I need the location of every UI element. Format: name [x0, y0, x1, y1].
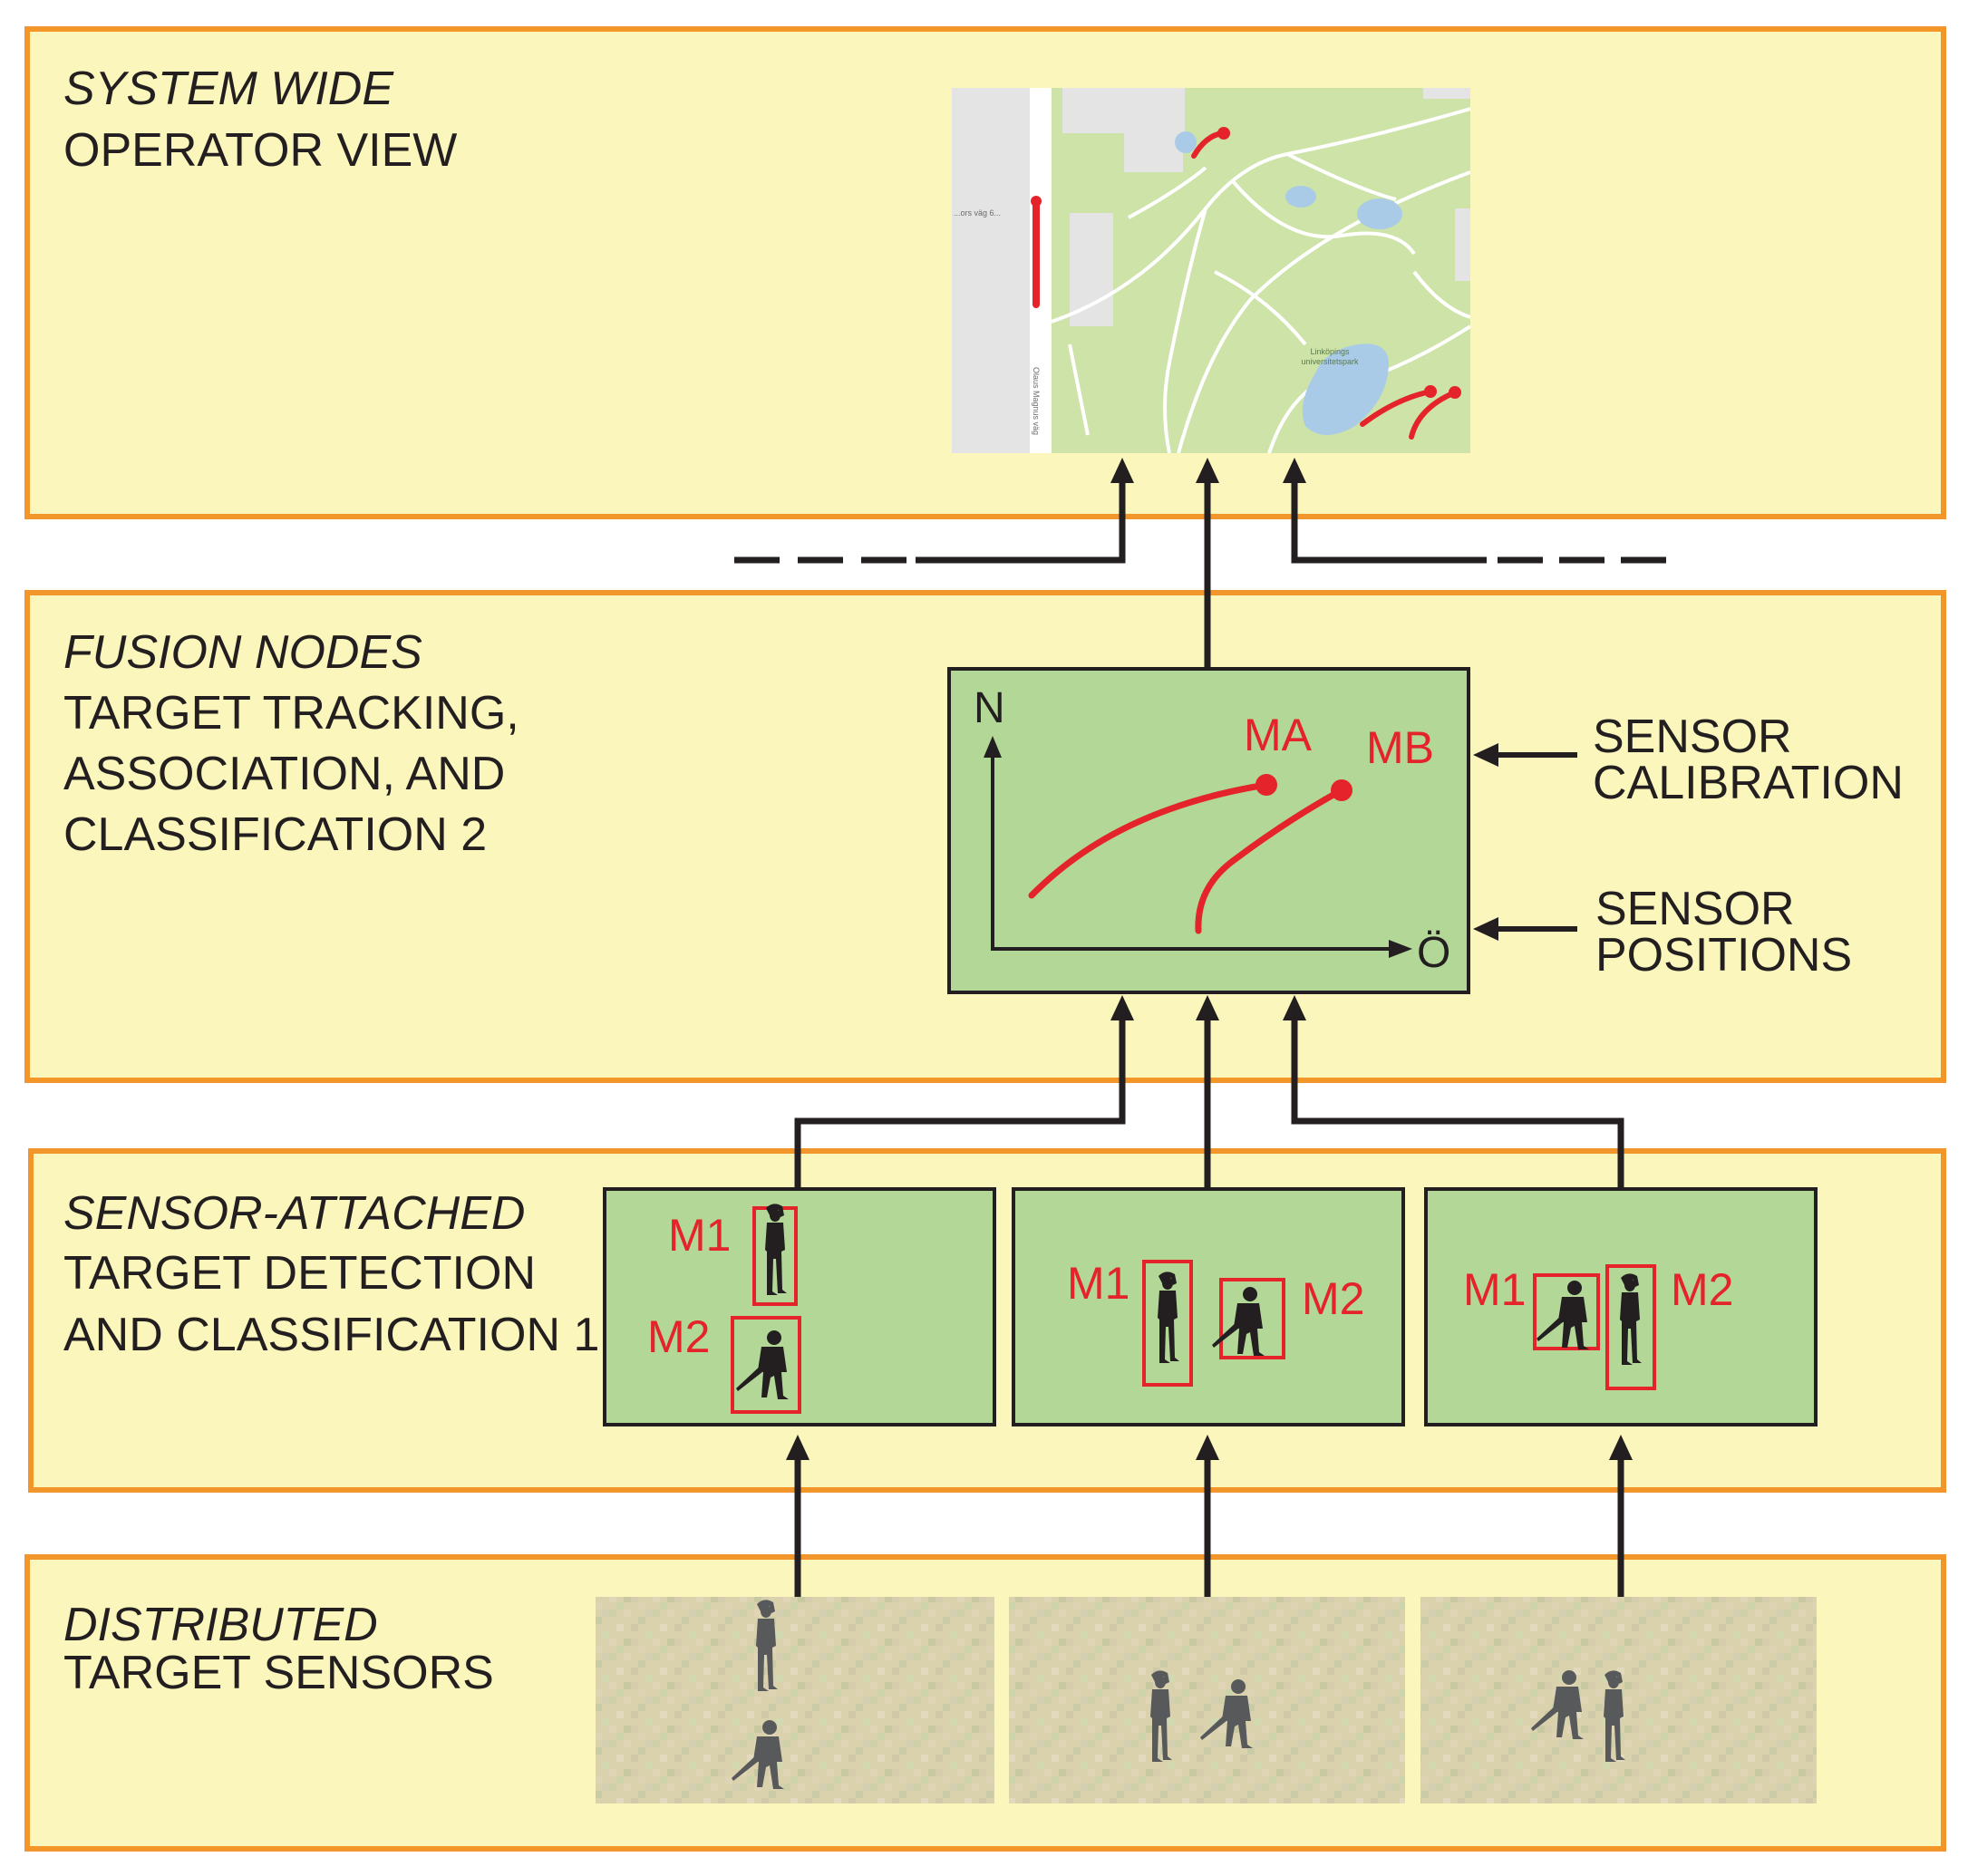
- map-paths: [1051, 107, 1470, 453]
- label-m1: M1: [1463, 1264, 1526, 1315]
- map-building-1: [1062, 88, 1185, 133]
- system-wide-title: SYSTEM WIDE: [63, 63, 394, 115]
- bbox-m2: [731, 1316, 801, 1414]
- arrowheads-top: [1110, 458, 1306, 483]
- connectors-bottom: [794, 1459, 1624, 1597]
- map-park-label-1: Linköpings: [1310, 347, 1350, 356]
- axis-east-label: Ö: [1417, 929, 1450, 977]
- label-m2: M2: [647, 1311, 710, 1362]
- track-endpoint-icon: [1331, 779, 1352, 801]
- map-lake: [1302, 343, 1389, 435]
- sensor-image-2: [1009, 1597, 1405, 1803]
- detection-node-2: M1 M2: [1012, 1187, 1405, 1426]
- bbox-m2: [1605, 1264, 1656, 1390]
- arrow-right-icon: [1389, 940, 1412, 958]
- bbox-m1: [1142, 1260, 1193, 1387]
- map-building-2: [1124, 131, 1183, 172]
- connector-left-to-map: [916, 480, 1126, 564]
- arrow-left-icon: [1473, 743, 1498, 767]
- fusion-nodes-line-1: TARGET TRACKING,: [63, 687, 519, 740]
- map-building-strip: [952, 88, 1042, 453]
- fusion-node: [947, 667, 1470, 994]
- sensor-attached-line-1: TARGET DETECTION: [63, 1247, 536, 1300]
- calibration-label-2: CALIBRATION: [1593, 757, 1904, 809]
- track-endpoint-icon: [1217, 127, 1230, 140]
- map-building-5: [1423, 88, 1470, 99]
- calibration-label-1: SENSOR: [1593, 711, 1792, 763]
- fusion-nodes-line-3: CLASSIFICATION 2: [63, 808, 487, 861]
- arrow-up-icon: [1110, 995, 1134, 1020]
- label-m2: M2: [1302, 1273, 1364, 1324]
- arrow-left-icon: [1473, 917, 1498, 941]
- bbox-m1: [1533, 1273, 1600, 1350]
- distributed-title: DISTRIBUTED: [63, 1599, 378, 1651]
- map-building-4: [1455, 208, 1470, 281]
- positions-label-1: SENSOR: [1595, 883, 1795, 935]
- detection-node-1: M1 M2: [603, 1187, 996, 1426]
- arrow-up-icon: [984, 736, 1002, 758]
- arrow-up-icon: [1609, 1435, 1633, 1460]
- label-m1: M1: [668, 1210, 731, 1261]
- sensor-attached-line-2: AND CLASSIFICATION 1: [63, 1309, 599, 1361]
- track-endpoint-icon: [1449, 386, 1461, 399]
- positions-label-2: POSITIONS: [1595, 929, 1852, 982]
- arrow-up-icon: [1110, 458, 1134, 483]
- connectors-top: [734, 480, 1666, 669]
- arrow-up-icon: [786, 1435, 809, 1460]
- connector-right-to-map: [1291, 480, 1487, 564]
- track-b-label: MB: [1366, 722, 1434, 773]
- fusion-nodes-line-2: ASSOCIATION, AND: [63, 748, 505, 800]
- map-track-south-b: [1409, 390, 1458, 440]
- sensor-image-3: [1420, 1597, 1817, 1803]
- map-pond-1: [1175, 131, 1197, 153]
- track-endpoint-icon: [1031, 196, 1042, 207]
- label-m1: M1: [1067, 1258, 1129, 1309]
- map-street-label-vertical: Olaus Magnus väg: [1032, 367, 1041, 435]
- map-track-south-a: [1360, 389, 1433, 427]
- fusion-track-b: [1195, 788, 1343, 934]
- distributed-line-1: TARGET SENSORS: [63, 1647, 494, 1699]
- sensor-image-1: [596, 1597, 994, 1803]
- label-m2: M2: [1671, 1264, 1733, 1315]
- connectors-mid: [794, 1020, 1624, 1189]
- map-building-3: [1070, 213, 1113, 326]
- arrow-up-icon: [1196, 995, 1219, 1020]
- arrow-up-icon: [1196, 458, 1219, 483]
- map-pond-3: [1357, 198, 1402, 229]
- arrow-up-icon: [1196, 1435, 1219, 1460]
- fusion-axes: [991, 750, 1396, 951]
- fusion-nodes-title: FUSION NODES: [63, 626, 422, 679]
- map-street-label: ...ors väg 6...: [954, 208, 1001, 218]
- arrow-up-icon: [1283, 458, 1306, 483]
- system-wide-line-1: OPERATOR VIEW: [63, 124, 457, 177]
- bbox-m2: [1219, 1278, 1285, 1359]
- arrow-up-icon: [1283, 995, 1306, 1020]
- track-a-label: MA: [1244, 710, 1313, 760]
- map-park-label-2: universitetspark: [1301, 357, 1359, 366]
- track-endpoint-icon: [1424, 385, 1437, 398]
- sensor-attached-title: SENSOR-ATTACHED: [63, 1187, 525, 1240]
- axis-north-label: N: [974, 684, 1005, 732]
- track-endpoint-icon: [1255, 774, 1277, 796]
- operator-map: ...ors väg 6... Olaus Magnus väg Linköpi…: [952, 88, 1470, 453]
- map-pond-2: [1285, 186, 1316, 208]
- fusion-track-a: [1028, 781, 1270, 899]
- detection-node-3: M1 M2: [1424, 1187, 1818, 1426]
